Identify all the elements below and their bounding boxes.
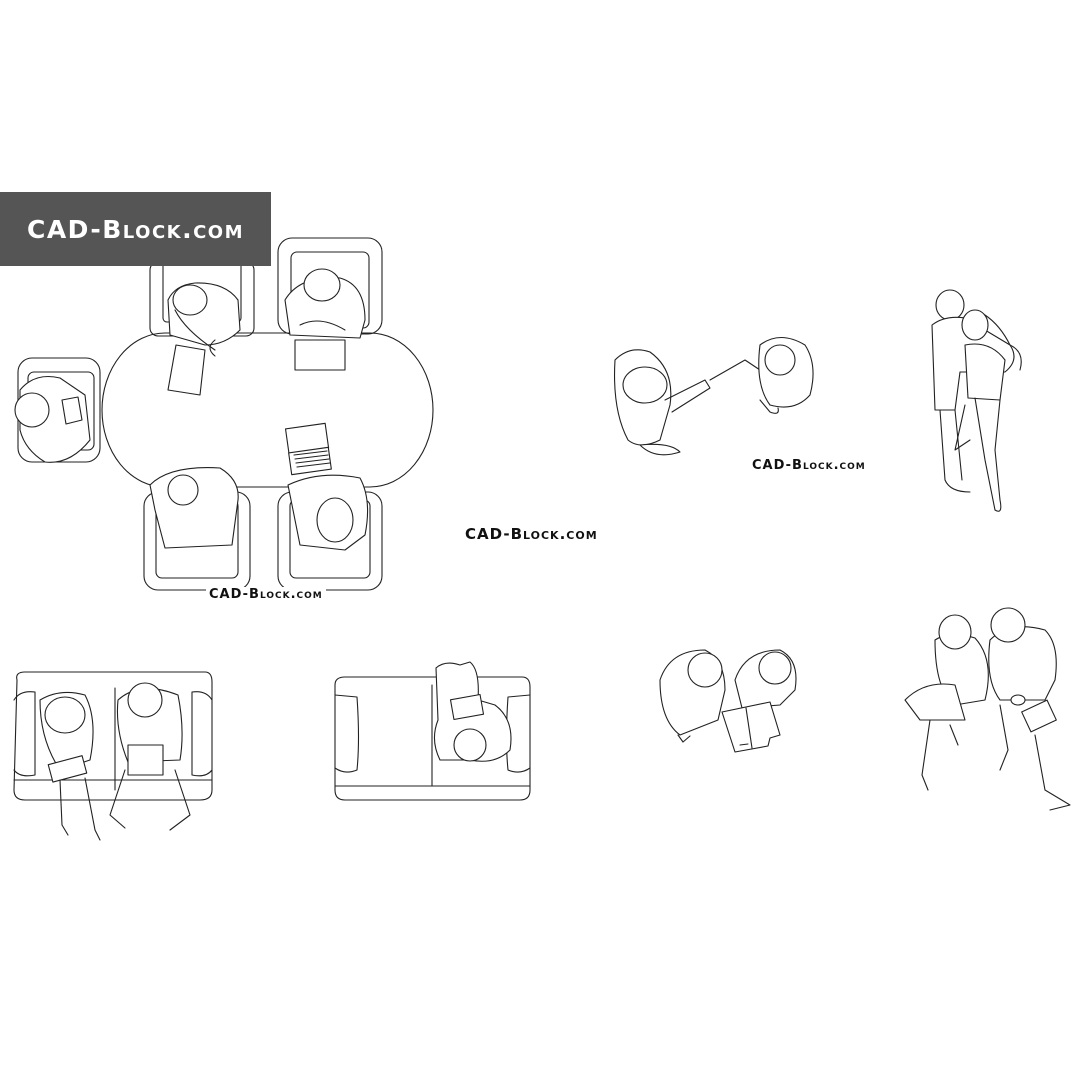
embracing-couple-block bbox=[931, 289, 1022, 512]
sofa-single-block bbox=[334, 661, 531, 801]
site-logo-text: CAD-Block.com bbox=[26, 214, 245, 244]
sofa-couple-block bbox=[13, 671, 213, 841]
watermark-center: CAD-Block.com bbox=[462, 525, 601, 543]
site-logo-badge: CAD-Block.com bbox=[0, 192, 271, 266]
two-standing-document-block bbox=[659, 649, 797, 753]
handshake-block bbox=[614, 336, 814, 456]
watermark-handshake: CAD-Block.com bbox=[749, 458, 869, 473]
meeting-table-block bbox=[14, 237, 434, 591]
two-sitting-floor-block bbox=[904, 607, 1071, 811]
watermark-meeting: CAD-Block.com bbox=[206, 587, 326, 602]
